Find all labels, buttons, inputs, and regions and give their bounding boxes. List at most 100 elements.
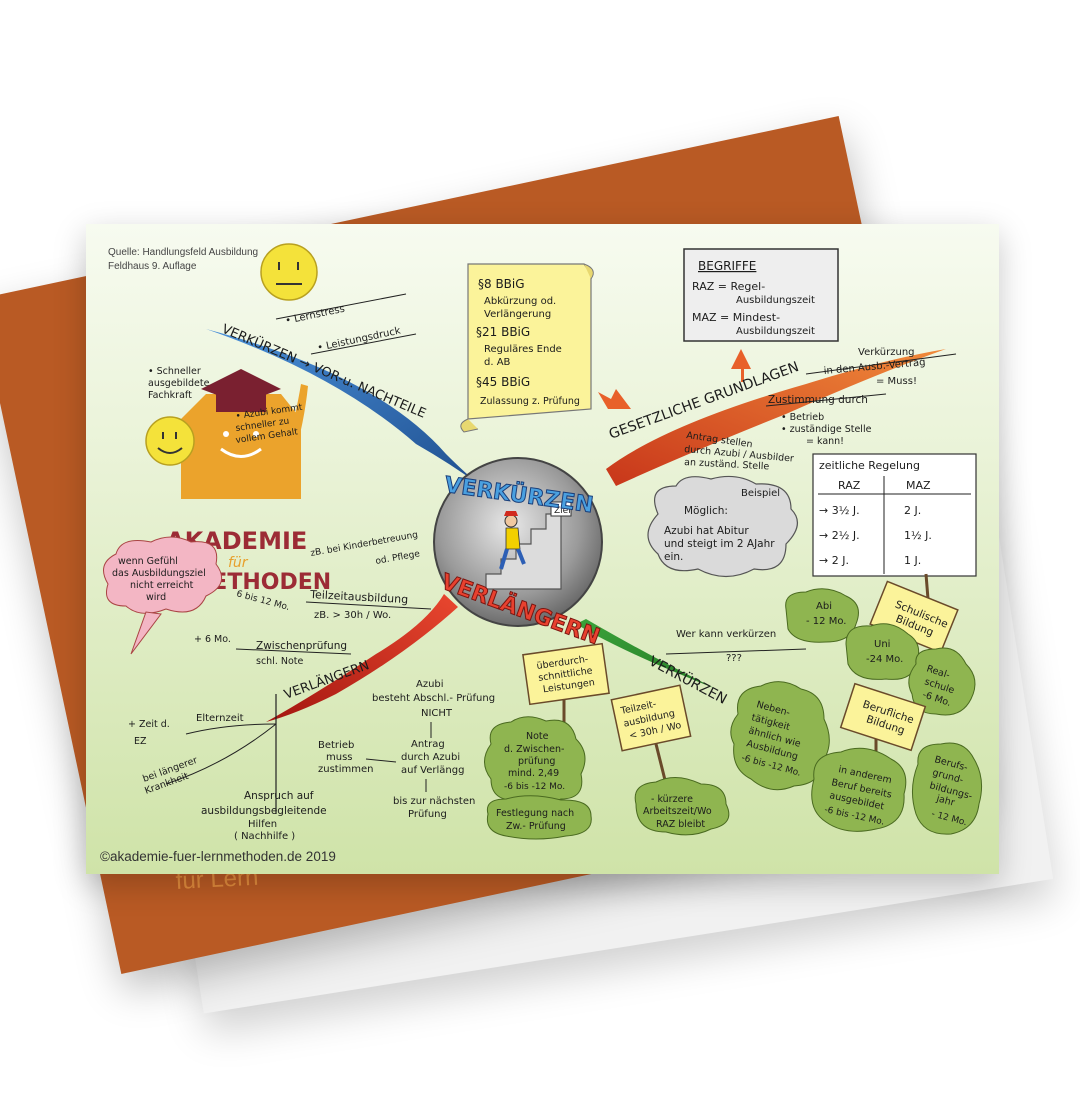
happy-smiley-icon — [145, 416, 195, 466]
verl-zwischen-1: Zwischenprüfung — [256, 640, 347, 652]
grund-antrag-3: an zuständ. Stelle — [684, 457, 770, 472]
verk-note-5: -6 bis -12 Mo. — [504, 782, 565, 792]
bush-berufsgrundbildungsjahr: Berufs- grund- bildungs- jahr - 12 Mo. — [912, 742, 983, 835]
verl-anspruch-2: ausbildungsbegleitende — [201, 805, 327, 817]
grund-zustaendig-1: • zuständige Stelle — [781, 424, 872, 435]
scroll-line-5: Reguläres Ende — [484, 344, 562, 355]
verl-bis-2: Prüfung — [408, 809, 447, 820]
verl-antrag-2: durch Azubi — [401, 752, 460, 763]
goal-sign: Ziel — [550, 501, 572, 517]
verl-teilzeit-2: zB. > 30h / Wo. — [314, 610, 391, 621]
grund-zustaendig-2: = kann! — [806, 436, 844, 447]
vor-schneller-2: ausgebildete — [148, 378, 210, 389]
beispiel-line-3: und steigt im 2 AJahr — [664, 538, 775, 550]
begriffe-raz-2: Ausbildungszeit — [736, 295, 815, 306]
branch-verlaengern — [266, 594, 458, 722]
regelung-row-1-maz: 2 J. — [904, 504, 921, 517]
abi-2: - 12 Mo. — [806, 616, 846, 627]
thought-bubble: wenn Gefühl das Ausbildungsziel nicht er… — [103, 536, 223, 655]
verk-kuerzer-2: Arbeitszeit/Wo — [643, 806, 712, 817]
verk-note-2: d. Zwischen- — [504, 744, 564, 755]
grund-betrieb: • Betrieb — [781, 412, 824, 423]
verl-antrag-1: Antrag — [411, 739, 445, 750]
grund-verk-1: Verkürzung — [858, 347, 915, 358]
scroll-line-1: §8 BBiG — [478, 277, 525, 291]
uni-1: Uni — [874, 639, 890, 650]
scroll-line-4: §21 BBiG — [476, 325, 530, 339]
verl-azubi-3: NICHT — [421, 708, 453, 719]
verl-anspruch-3: Hilfen — [248, 819, 277, 830]
verk-wer: Wer kann verkürzen — [676, 629, 776, 640]
beispiel-line-4: ein. — [664, 551, 683, 563]
regelung-row-2-maz: 1½ J. — [904, 529, 932, 542]
bush-note: Note d. Zwischen- prüfung mind. 2,49 -6 … — [484, 716, 586, 805]
grund-zustimmung: Zustimmung durch — [768, 394, 868, 406]
vor-leistungsdruck: • Leistungsdruck — [316, 325, 401, 353]
thought-2: das Ausbildungsziel — [112, 568, 206, 579]
verl-bis-1: bis zur nächsten — [393, 796, 475, 807]
verl-elternzeit: Elternzeit — [196, 713, 244, 724]
regelung-head-raz: RAZ — [838, 479, 861, 492]
verl-azubi-1: Azubi — [416, 679, 444, 690]
verl-antrag-3: auf Verlängg — [401, 765, 464, 776]
begriffe-box: BEGRIFFE RAZ = Regel- Ausbildungszeit MA… — [683, 248, 839, 342]
scroll-line-8: Zulassung z. Prüfung — [480, 396, 580, 407]
bush-festlegung: Festlegung nach Zw.- Prüfung — [486, 795, 592, 840]
verl-azubi-2: besteht Abschl.- Prüfung — [372, 693, 495, 704]
regelung-row-1-raz: → 3½ J. — [819, 504, 860, 517]
regelung-row-3-maz: 1 J. — [904, 554, 921, 567]
uni-2: -24 Mo. — [866, 654, 903, 665]
scroll-line-6: d. AB — [484, 357, 511, 368]
verk-note-1: Note — [526, 731, 549, 742]
verl-betrieb-1: Betrieb — [318, 740, 354, 751]
bgj-4: jahr — [934, 793, 956, 809]
mindmap-card: Quelle: Handlungsfeld Ausbildung Feldhau… — [86, 224, 999, 874]
begriffe-maz-2: Ausbildungszeit — [736, 326, 815, 337]
bush-anderer-beruf: in anderem Beruf bereits ausgebildet -6 … — [811, 747, 907, 832]
copyright: ©akademie-fuer-lernmethoden.de 2019 — [100, 849, 336, 864]
regelung-head-maz: MAZ — [906, 479, 931, 492]
verl-anspruch-1: Anspruch auf — [244, 790, 314, 802]
regelung-title: zeitliche Regelung — [819, 459, 920, 472]
bush-abi: Abi - 12 Mo. — [785, 588, 859, 643]
bush-nebentaetigkeit: Neben- tätigkeit ähnlich wie Ausbildung … — [730, 681, 830, 791]
mindmap-canvas: Quelle: Handlungsfeld Ausbildung Feldhau… — [103, 243, 983, 842]
verk-note-4: mind. 2,49 — [508, 768, 559, 779]
verk-kuerzer-3: RAZ bleibt — [656, 819, 705, 830]
verl-kind-2: od. Pflege — [375, 549, 421, 567]
verk-kuerzer-1: - kürzere — [651, 794, 693, 805]
scroll-line-2: Abkürzung od. — [484, 296, 556, 307]
regelung-row-2-raz: → 2½ J. — [819, 529, 860, 542]
thought-3: nicht erreicht — [130, 580, 194, 591]
thought-4: wird — [146, 592, 166, 603]
scroll-line-7: §45 BBiG — [476, 375, 530, 389]
begriffe-title: BEGRIFFE — [698, 259, 756, 273]
source-line-2: Feldhaus 9. Auflage — [108, 261, 197, 272]
thought-1: wenn Gefühl — [118, 556, 178, 567]
source-line-1: Quelle: Handlungsfeld Ausbildung — [108, 247, 258, 258]
grund-verk-3: = Muss! — [876, 376, 917, 387]
abi-1: Abi — [816, 601, 832, 612]
branch-gesetzliche-grundlagen — [606, 349, 946, 486]
verl-betrieb-2: muss — [326, 752, 353, 763]
branch-verkuerzen — [576, 619, 786, 716]
sign-beruflich: Berufliche Bildung — [839, 682, 927, 779]
beispiel-cloud: Beispiel Möglich: Azubi hat Abitur und s… — [647, 475, 798, 578]
vor-schneller-3: Fachkraft — [148, 390, 192, 401]
arrow-to-scroll-icon — [598, 389, 631, 409]
sad-smiley-icon — [260, 243, 318, 301]
beispiel-line-1: Möglich: — [684, 505, 728, 517]
verl-zeit-2: EZ — [134, 736, 147, 747]
verl-betrieb-3: zustimmen — [318, 764, 373, 775]
goal-sign-text: Ziel — [554, 506, 571, 516]
vor-schneller-1: • Schneller — [148, 366, 201, 377]
verk-fragezeichen: ??? — [726, 653, 742, 664]
verk-fest-2: Zw.- Prüfung — [506, 821, 566, 832]
verk-fest-1: Festlegung nach — [496, 808, 574, 819]
logo-graduate-icon — [181, 369, 308, 499]
verl-anspruch-4: ( Nachhilfe ) — [234, 831, 295, 842]
law-scroll: §8 BBiG Abkürzung od. Verlängerung §21 B… — [460, 263, 594, 433]
verl-zeit-1: + Zeit d. — [128, 719, 170, 730]
beispiel-label: Beispiel — [741, 488, 780, 499]
